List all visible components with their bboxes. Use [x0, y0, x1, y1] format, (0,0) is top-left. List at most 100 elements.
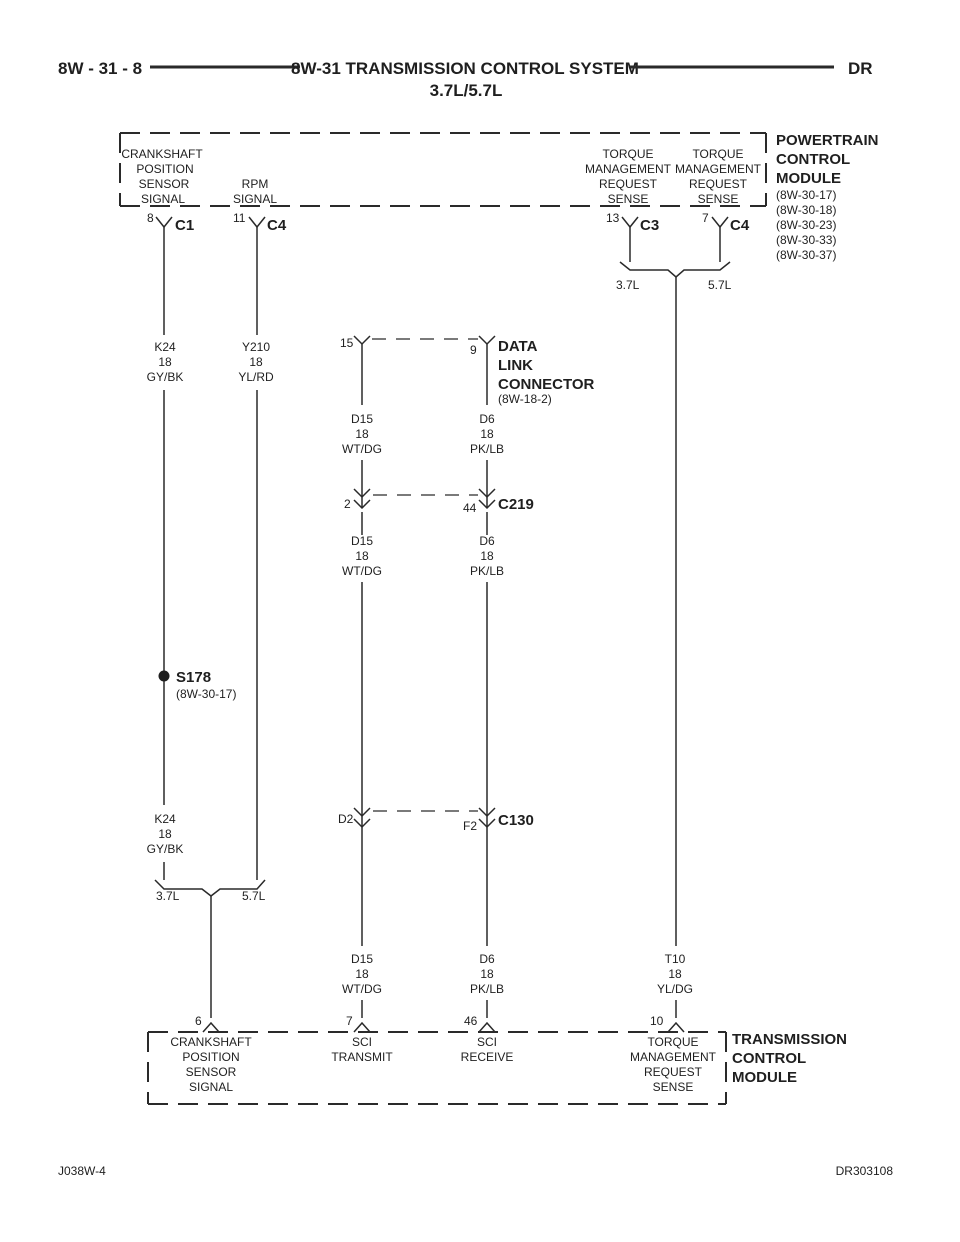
- svg-text:CRANKSHAFT: CRANKSHAFT: [121, 147, 203, 161]
- option-left-37: 3.7L: [156, 889, 180, 903]
- svg-text:REQUEST: REQUEST: [599, 177, 658, 191]
- pcm-pin-label-tmrs-c3: TORQUE MANAGEMENT REQUEST SENSE: [585, 147, 672, 206]
- svg-text:POSITION: POSITION: [182, 1050, 239, 1064]
- svg-text:SCI: SCI: [477, 1035, 497, 1049]
- c130-pin-d2: D2: [338, 812, 354, 826]
- svg-text:PK/LB: PK/LB: [470, 564, 504, 578]
- wire-d6-label-1: D6: [479, 412, 495, 426]
- svg-text:SENSE: SENSE: [608, 192, 649, 206]
- svg-text:18: 18: [355, 967, 369, 981]
- c219-name: C219: [498, 496, 534, 513]
- dlc-ref: (8W-18-2): [498, 392, 552, 406]
- svg-text:SENSOR: SENSOR: [139, 177, 190, 191]
- svg-text:SIGNAL: SIGNAL: [189, 1080, 233, 1094]
- pcm-ref-2: (8W-30-18): [776, 203, 836, 217]
- wire-k24: K24 18 GY/BK S178 (8W-30-17) K24 18 GY/B…: [147, 227, 236, 880]
- svg-text:YL/DG: YL/DG: [657, 982, 693, 996]
- pcm-conn-c4-tmrs: C4: [730, 217, 750, 234]
- page-title: 8W-31 TRANSMISSION CONTROL SYSTEM: [291, 59, 639, 78]
- tcm-pin-46: 46: [464, 1014, 478, 1028]
- svg-text:GY/BK: GY/BK: [147, 370, 184, 384]
- footer-left-code: J038W-4: [58, 1164, 106, 1178]
- pcm-pin-13-terminal: [621, 216, 639, 229]
- svg-text:18: 18: [249, 355, 263, 369]
- wire-k24-top-label: K24: [154, 340, 176, 354]
- svg-text:18: 18: [480, 967, 494, 981]
- wire-y210-label: Y210: [242, 340, 270, 354]
- header-code: DR: [848, 59, 873, 78]
- tcm-pin-label-sci-receive: SCI RECEIVE: [461, 1035, 514, 1064]
- pcm-conn-c4-rpm: C4: [267, 217, 287, 234]
- svg-text:REQUEST: REQUEST: [644, 1065, 703, 1079]
- page-subtitle: 3.7L/5.7L: [430, 81, 503, 100]
- data-link-connector: 15 9 DATA LINK CONNECTOR (8W-18-2): [340, 335, 595, 406]
- svg-text:SENSOR: SENSOR: [186, 1065, 237, 1079]
- tcm-name-1: TRANSMISSION: [732, 1031, 847, 1048]
- tcm-pin-6: 6: [195, 1014, 202, 1028]
- svg-text:18: 18: [355, 549, 369, 563]
- pcm-pin-11-terminal: [248, 216, 266, 229]
- pcm-ref-5: (8W-30-37): [776, 248, 836, 262]
- tcm-pin-label-ckp: CRANKSHAFT POSITION SENSOR SIGNAL: [170, 1035, 252, 1094]
- svg-text:18: 18: [668, 967, 682, 981]
- dlc-pin-15: 15: [340, 336, 354, 350]
- tcm-pin-label-tmrs: TORQUE MANAGEMENT REQUEST SENSE: [630, 1035, 717, 1094]
- svg-text:18: 18: [480, 549, 494, 563]
- svg-text:WT/DG: WT/DG: [342, 564, 382, 578]
- svg-text:PK/LB: PK/LB: [470, 442, 504, 456]
- tcm-module: 6 7 46 10 CRANKSHAFT POSITION SENSOR SIG…: [147, 1014, 847, 1105]
- wire-t10: T10 18 YL/DG: [657, 277, 693, 1018]
- svg-text:18: 18: [158, 827, 172, 841]
- wire-d6-label-3: D6: [479, 952, 495, 966]
- svg-text:TORQUE: TORQUE: [692, 147, 743, 161]
- c130-pin-f2: F2: [463, 819, 477, 833]
- svg-text:TRANSMIT: TRANSMIT: [331, 1050, 393, 1064]
- svg-text:18: 18: [355, 427, 369, 441]
- pcm-pin-11: 11: [233, 211, 246, 225]
- page-header: 8W - 31 - 8 8W-31 TRANSMISSION CONTROL S…: [58, 59, 873, 100]
- engine-option-selector-tmrs: 3.7L 5.7L: [616, 227, 732, 292]
- tcm-name-3: MODULE: [732, 1069, 797, 1086]
- svg-text:SIGNAL: SIGNAL: [233, 192, 277, 206]
- wire-k24-bottom-label: K24: [154, 812, 176, 826]
- pcm-pin-label-ckp: CRANKSHAFT POSITION SENSOR SIGNAL: [121, 147, 203, 206]
- pcm-ref-3: (8W-30-23): [776, 218, 836, 232]
- svg-text:PK/LB: PK/LB: [470, 982, 504, 996]
- svg-text:MANAGEMENT: MANAGEMENT: [675, 162, 762, 176]
- pcm-pin-label-tmrs-c4: TORQUE MANAGEMENT REQUEST SENSE: [675, 147, 762, 206]
- c219-pin-44: 44: [463, 501, 477, 515]
- option-right-57: 5.7L: [242, 889, 266, 903]
- svg-text:WT/DG: WT/DG: [342, 982, 382, 996]
- tcm-pin-label-sci-transmit: SCI TRANSMIT: [331, 1035, 393, 1064]
- c219-pin-2: 2: [344, 497, 351, 511]
- dlc-pin-9: 9: [470, 343, 477, 357]
- wire-t10-label: T10: [665, 952, 686, 966]
- svg-text:RECEIVE: RECEIVE: [461, 1050, 514, 1064]
- dlc-name-3: CONNECTOR: [498, 376, 595, 393]
- svg-text:18: 18: [480, 427, 494, 441]
- svg-text:TORQUE: TORQUE: [647, 1035, 698, 1049]
- pcm-pin-8-terminal: [155, 216, 173, 229]
- pcm-pin-label-rpm: RPM SIGNAL: [233, 177, 277, 206]
- pcm-conn-c3: C3: [640, 217, 659, 234]
- wire-y210: Y210 18 YL/RD: [238, 227, 274, 880]
- svg-text:POSITION: POSITION: [136, 162, 193, 176]
- page-footer: J038W-4 DR303108: [58, 1164, 893, 1178]
- svg-text:RPM: RPM: [242, 177, 269, 191]
- tcm-pin-10: 10: [650, 1014, 664, 1028]
- pcm-ref-1: (8W-30-17): [776, 188, 836, 202]
- svg-text:REQUEST: REQUEST: [689, 177, 748, 191]
- connector-c130: D2 F2 C130: [338, 807, 534, 833]
- page-number: 8W - 31 - 8: [58, 59, 142, 78]
- svg-text:YL/RD: YL/RD: [238, 370, 274, 384]
- svg-text:MANAGEMENT: MANAGEMENT: [585, 162, 672, 176]
- option-right-57-top: 5.7L: [708, 278, 732, 292]
- pcm-pin-8: 8: [147, 211, 154, 225]
- svg-text:SCI: SCI: [352, 1035, 372, 1049]
- svg-text:CRANKSHAFT: CRANKSHAFT: [170, 1035, 252, 1049]
- pcm-conn-c1: C1: [175, 217, 194, 234]
- wire-d6-label-2: D6: [479, 534, 495, 548]
- svg-text:GY/BK: GY/BK: [147, 842, 184, 856]
- svg-text:SENSE: SENSE: [698, 192, 739, 206]
- dlc-name-2: LINK: [498, 357, 533, 374]
